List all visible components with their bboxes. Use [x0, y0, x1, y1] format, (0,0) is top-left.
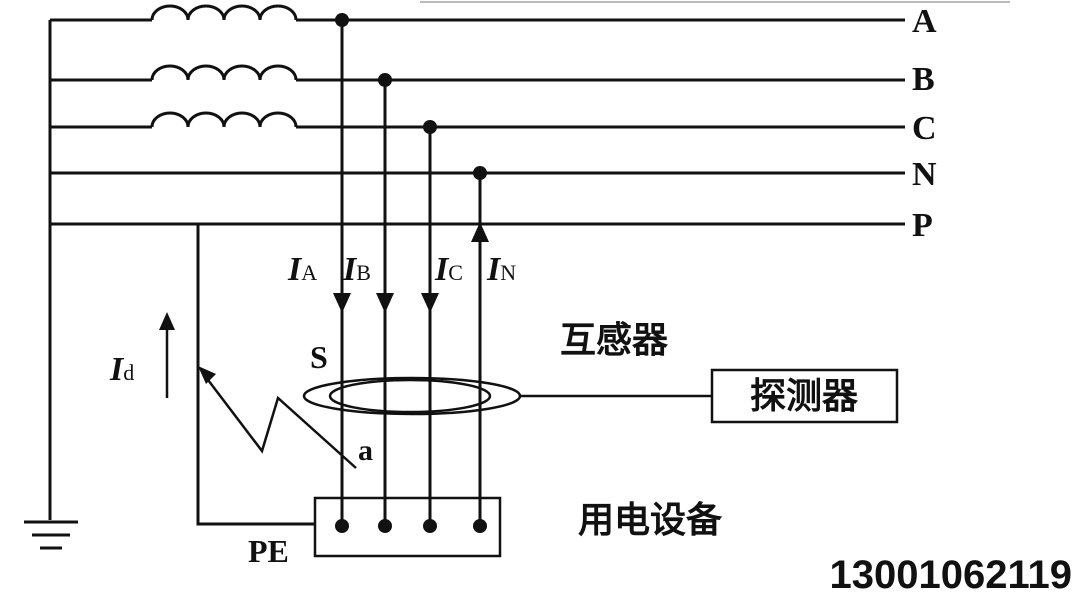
- arrow-icon: [198, 366, 216, 384]
- watermark-number: 13001062119: [830, 553, 1073, 597]
- line-label-c: C: [912, 110, 937, 147]
- toroid-label-s: S: [310, 339, 328, 375]
- fault-path: [198, 366, 357, 469]
- equipment-label: 用电设备: [578, 500, 723, 541]
- transformer-label: 互感器: [560, 320, 669, 361]
- current-label-id: Id: [109, 351, 134, 388]
- line-b: [50, 64, 905, 82]
- equipment-box: [313, 496, 502, 558]
- line-label-n: N: [912, 156, 937, 193]
- arrow-down-icon: [376, 293, 394, 313]
- arrow-up-icon: [159, 312, 175, 398]
- pe-label: PE: [248, 533, 289, 569]
- pe-wire: [196, 224, 315, 526]
- detector-label: 探测器: [750, 376, 859, 417]
- tap-c: [421, 120, 439, 526]
- tap-b: [376, 73, 394, 526]
- arrow-down-icon: [333, 293, 351, 313]
- arrow-up-icon: [471, 222, 489, 242]
- line-c: [50, 111, 905, 129]
- line-label-b: B: [912, 61, 935, 98]
- current-label-ic: IC: [434, 251, 463, 288]
- line-a: [50, 4, 905, 22]
- point-label-a: a: [358, 434, 373, 467]
- detector-box: 探测器: [710, 368, 899, 424]
- tap-a: [333, 13, 351, 526]
- ground-icon: [24, 520, 78, 550]
- arrow-down-icon: [421, 293, 439, 313]
- current-transformer: [302, 376, 712, 416]
- current-label-ib: IB: [342, 251, 371, 288]
- tap-n: [471, 166, 489, 526]
- line-label-a: A: [912, 3, 937, 40]
- line-label-p: P: [912, 207, 933, 244]
- current-label-in: IN: [486, 251, 516, 288]
- current-label-ia: IA: [287, 251, 317, 288]
